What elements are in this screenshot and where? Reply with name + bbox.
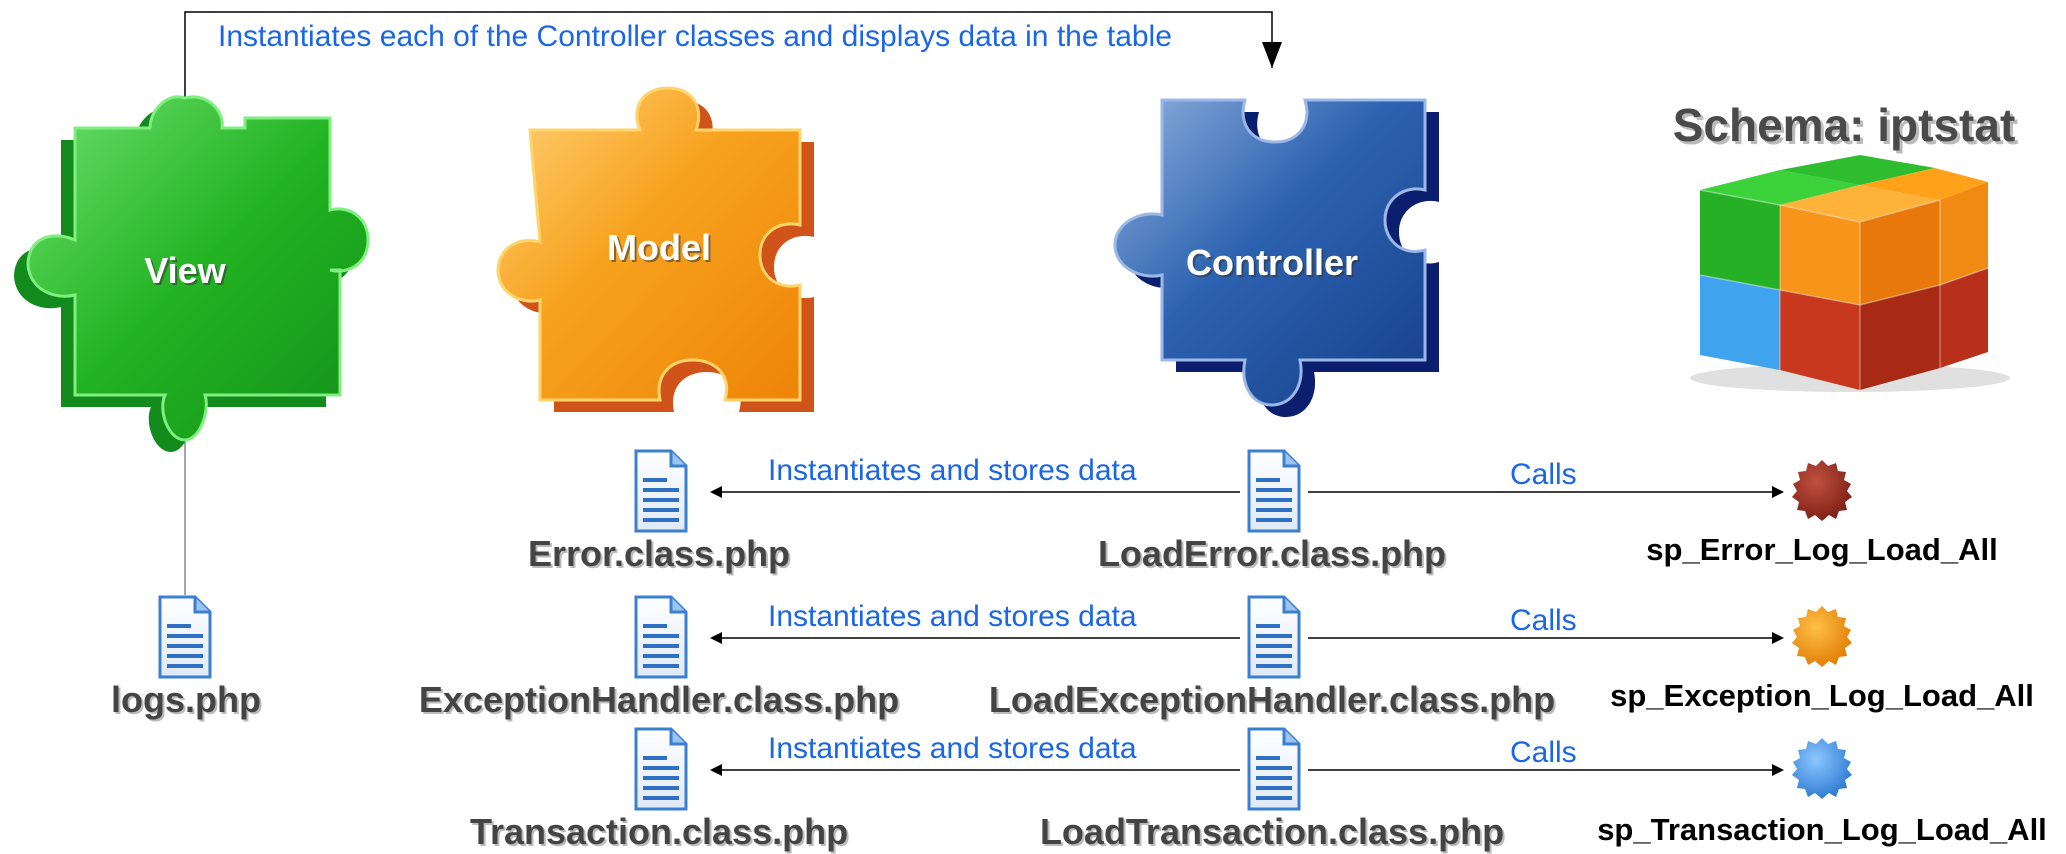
- gear-icon: [1792, 460, 1852, 521]
- procedure-label: sp_Error_Log_Load_All: [1646, 532, 1997, 567]
- model-file-document-icon: [634, 727, 688, 811]
- controller-file-document-icon: [1247, 727, 1301, 811]
- view-to-controller-connector: [184, 11, 1282, 125]
- procedure-label: sp_Transaction_Log_Load_All: [1597, 812, 2047, 847]
- controller-puzzle-icon: [1113, 98, 1439, 417]
- model-label-shadow: Model: [609, 229, 713, 270]
- model-file-label-shadow: Transaction.class.php: [472, 813, 850, 854]
- view-puzzle-icon: [14, 95, 370, 452]
- row-error: Instantiates and stores data Calls Error…: [528, 449, 1998, 576]
- instantiates-label: Instantiates and stores data: [768, 600, 1137, 633]
- controller-label-shadow: Controller: [1188, 244, 1360, 285]
- controller-file-document-icon: [1247, 595, 1301, 679]
- view-label: View: [144, 250, 226, 291]
- model-file-document-icon: [634, 595, 688, 679]
- model-file-document-icon: [634, 449, 688, 533]
- schema-title-shadow: Schema: iptstat: [1676, 102, 2019, 154]
- model-puzzle-icon: [496, 86, 814, 412]
- gear-icon: [1792, 738, 1852, 799]
- gear-icon: [1792, 606, 1852, 667]
- controller-file-label: LoadTransaction.class.php: [1040, 811, 1504, 852]
- controller-file-label-shadow: LoadExceptionHandler.class.php: [991, 681, 1557, 722]
- controller-file-label-shadow: LoadTransaction.class.php: [1042, 813, 1506, 854]
- model-file-label-shadow: Error.class.php: [530, 535, 792, 576]
- calls-label: Calls: [1510, 458, 1577, 491]
- row-transaction: Instantiates and stores data Calls Trans…: [470, 727, 2047, 854]
- logs-file-label-shadow: logs.php: [113, 681, 263, 722]
- calls-label: Calls: [1510, 736, 1577, 769]
- top-annotation: Instantiates each of the Controller clas…: [218, 20, 1172, 53]
- controller-label: Controller: [1186, 242, 1358, 283]
- logs-file-document-icon: [158, 595, 212, 679]
- calls-label: Calls: [1510, 604, 1577, 637]
- model-file-label-shadow: ExceptionHandler.class.php: [421, 681, 901, 722]
- controller-file-document-icon: [1247, 449, 1301, 533]
- row-exception: Instantiates and stores data Calls Excep…: [419, 595, 2034, 722]
- controller-file-label: LoadExceptionHandler.class.php: [989, 679, 1555, 720]
- view-label-shadow: View: [146, 252, 228, 293]
- cube-stack-icon: [1690, 155, 2010, 392]
- schema-title: Schema: iptstat: [1673, 99, 2016, 151]
- instantiates-label: Instantiates and stores data: [768, 454, 1137, 487]
- instantiates-label: Instantiates and stores data: [768, 732, 1137, 765]
- logs-file-label: logs.php: [111, 679, 261, 720]
- controller-file-label: LoadError.class.php: [1098, 533, 1446, 574]
- model-label: Model: [607, 227, 711, 268]
- model-file-label: ExceptionHandler.class.php: [419, 679, 899, 720]
- model-file-label: Error.class.php: [528, 533, 790, 574]
- model-file-label: Transaction.class.php: [470, 811, 848, 852]
- controller-file-label-shadow: LoadError.class.php: [1100, 535, 1448, 576]
- procedure-label: sp_Exception_Log_Load_All: [1610, 678, 2034, 713]
